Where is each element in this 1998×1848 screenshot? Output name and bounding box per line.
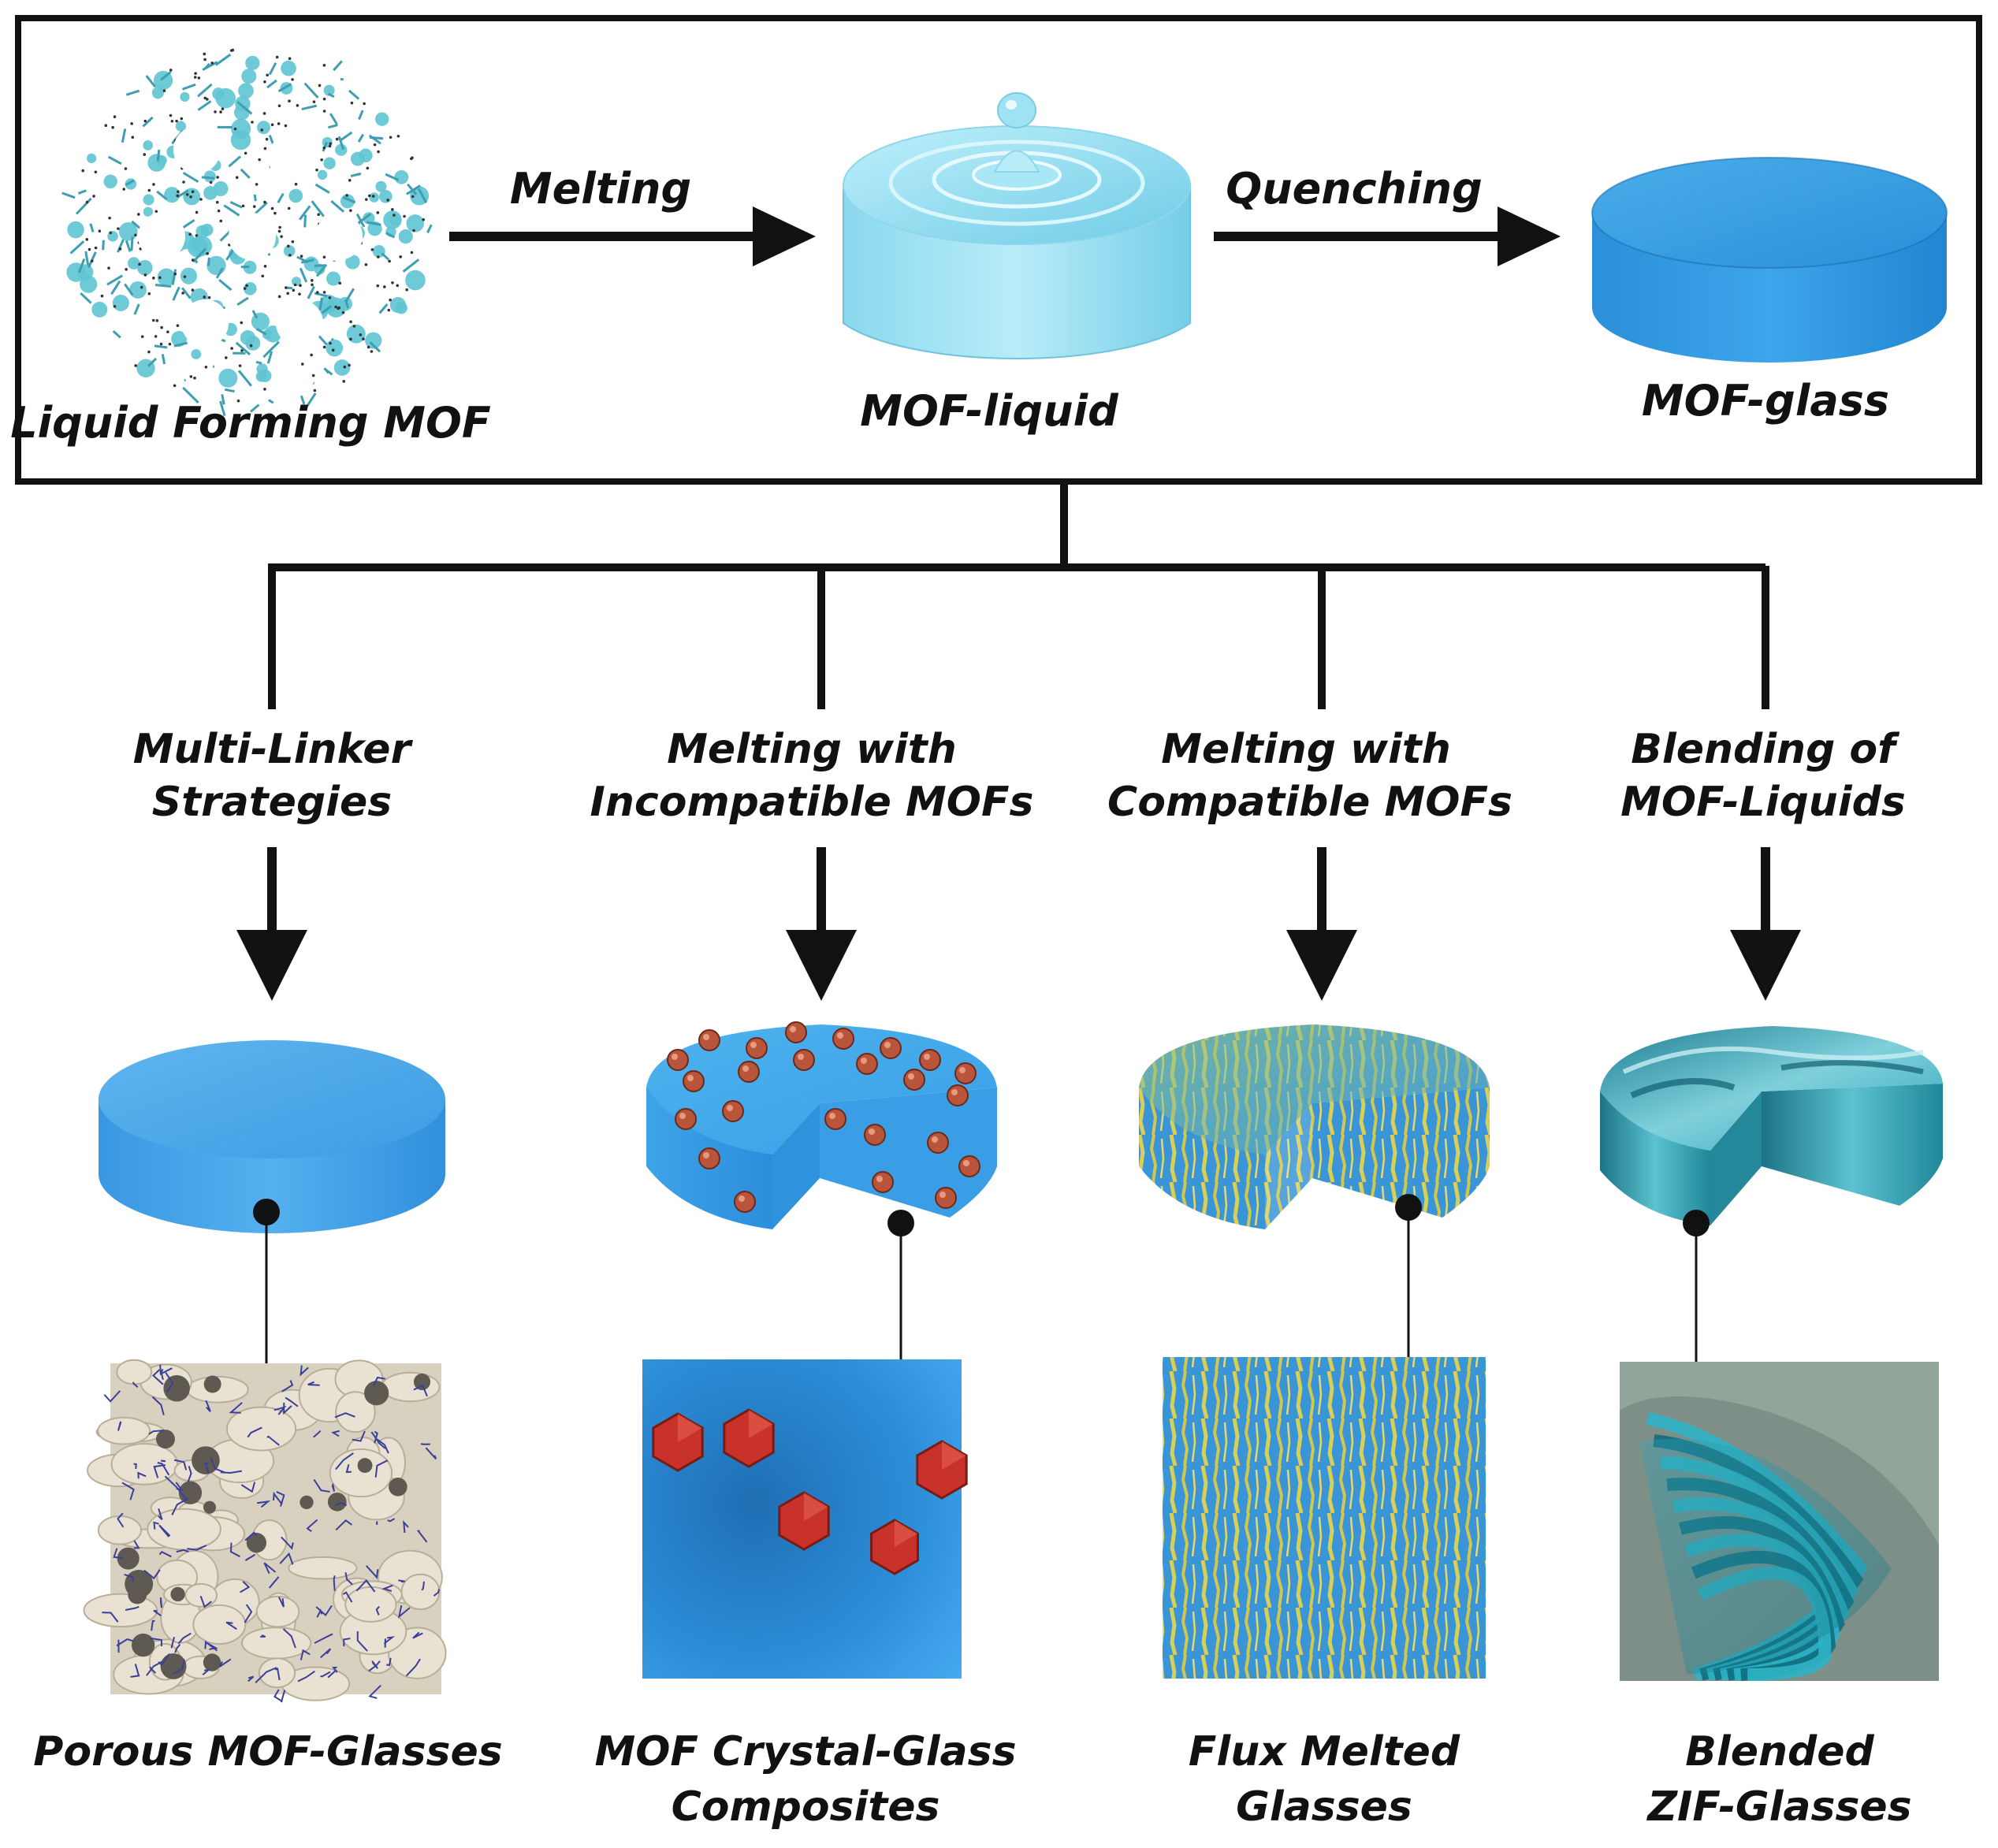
- porous-glass-disc: [99, 1040, 445, 1233]
- composite-glass-disc: [646, 1021, 997, 1229]
- branch-4-result-line2: ZIF-Glasses: [1646, 1783, 1911, 1831]
- source-label: Liquid Forming MOF: [10, 398, 491, 448]
- branch-3-result-line2: Glasses: [1236, 1783, 1412, 1831]
- branch-3: Melting with Compatible MOFs Flux Melted…: [1107, 566, 1512, 1831]
- melting-label: Melting: [510, 164, 691, 214]
- branch-2-result-line1: MOF Crystal-Glass: [594, 1728, 1016, 1775]
- branch-1-strategy-line1: Multi-Linker: [133, 726, 414, 773]
- melting-arrow: [449, 206, 816, 266]
- flux-structure-image: [1163, 1357, 1486, 1679]
- branch-2-strategy-line1: Melting with: [667, 726, 957, 773]
- mof-network-image: [61, 48, 433, 417]
- branch-4: Blending of MOF-Liquids Blended ZIF-Glas…: [1600, 566, 1943, 1831]
- branch-4-strategy-line2: MOF-Liquids: [1620, 779, 1906, 826]
- branch-3-result-line1: Flux Melted: [1189, 1728, 1460, 1775]
- composite-structure-image: [642, 1359, 968, 1679]
- branch-3-strategy-line2: Compatible MOFs: [1107, 779, 1512, 826]
- branch-1-strategy-line2: Strategies: [152, 779, 392, 826]
- branch-4-arrowhead: [1730, 930, 1801, 1001]
- branch-1-arrowhead: [236, 930, 307, 1001]
- branch-connector: [268, 482, 1765, 571]
- mof-glass-image: [1591, 157, 1948, 363]
- quenching-label: Quenching: [1226, 164, 1482, 214]
- zif-glass-disc: [1600, 1026, 1943, 1225]
- branch-1: Multi-Linker Strategies Porous MOF-Glass…: [33, 566, 503, 1775]
- branch-4-result-line1: Blended: [1685, 1728, 1874, 1775]
- branch-2-strategy-line2: Incompatible MOFs: [590, 779, 1034, 826]
- intermediate-label: MOF-liquid: [860, 386, 1119, 436]
- branch-3-arrowhead: [1286, 930, 1357, 1001]
- branch-3-strategy-line1: Melting with: [1161, 726, 1451, 773]
- mof-liquid-image: [843, 92, 1191, 360]
- zif-structure-image: [1620, 1362, 1939, 1681]
- product-label: MOF-glass: [1642, 376, 1889, 426]
- branch-2: Melting with Incompatible MOFs MOF Cryst…: [590, 566, 1034, 1831]
- quenching-arrow: [1214, 206, 1561, 266]
- branch-2-result-line2: Composites: [672, 1783, 940, 1831]
- branch-4-strategy-line1: Blending of: [1631, 726, 1900, 773]
- top-panel-frame: [15, 15, 1982, 485]
- branch-2-arrowhead: [786, 930, 857, 1001]
- flux-glass-disc: [1139, 1024, 1490, 1229]
- branch-1-result-line1: Porous MOF-Glasses: [33, 1728, 502, 1775]
- porous-structure-image: [83, 1359, 447, 1703]
